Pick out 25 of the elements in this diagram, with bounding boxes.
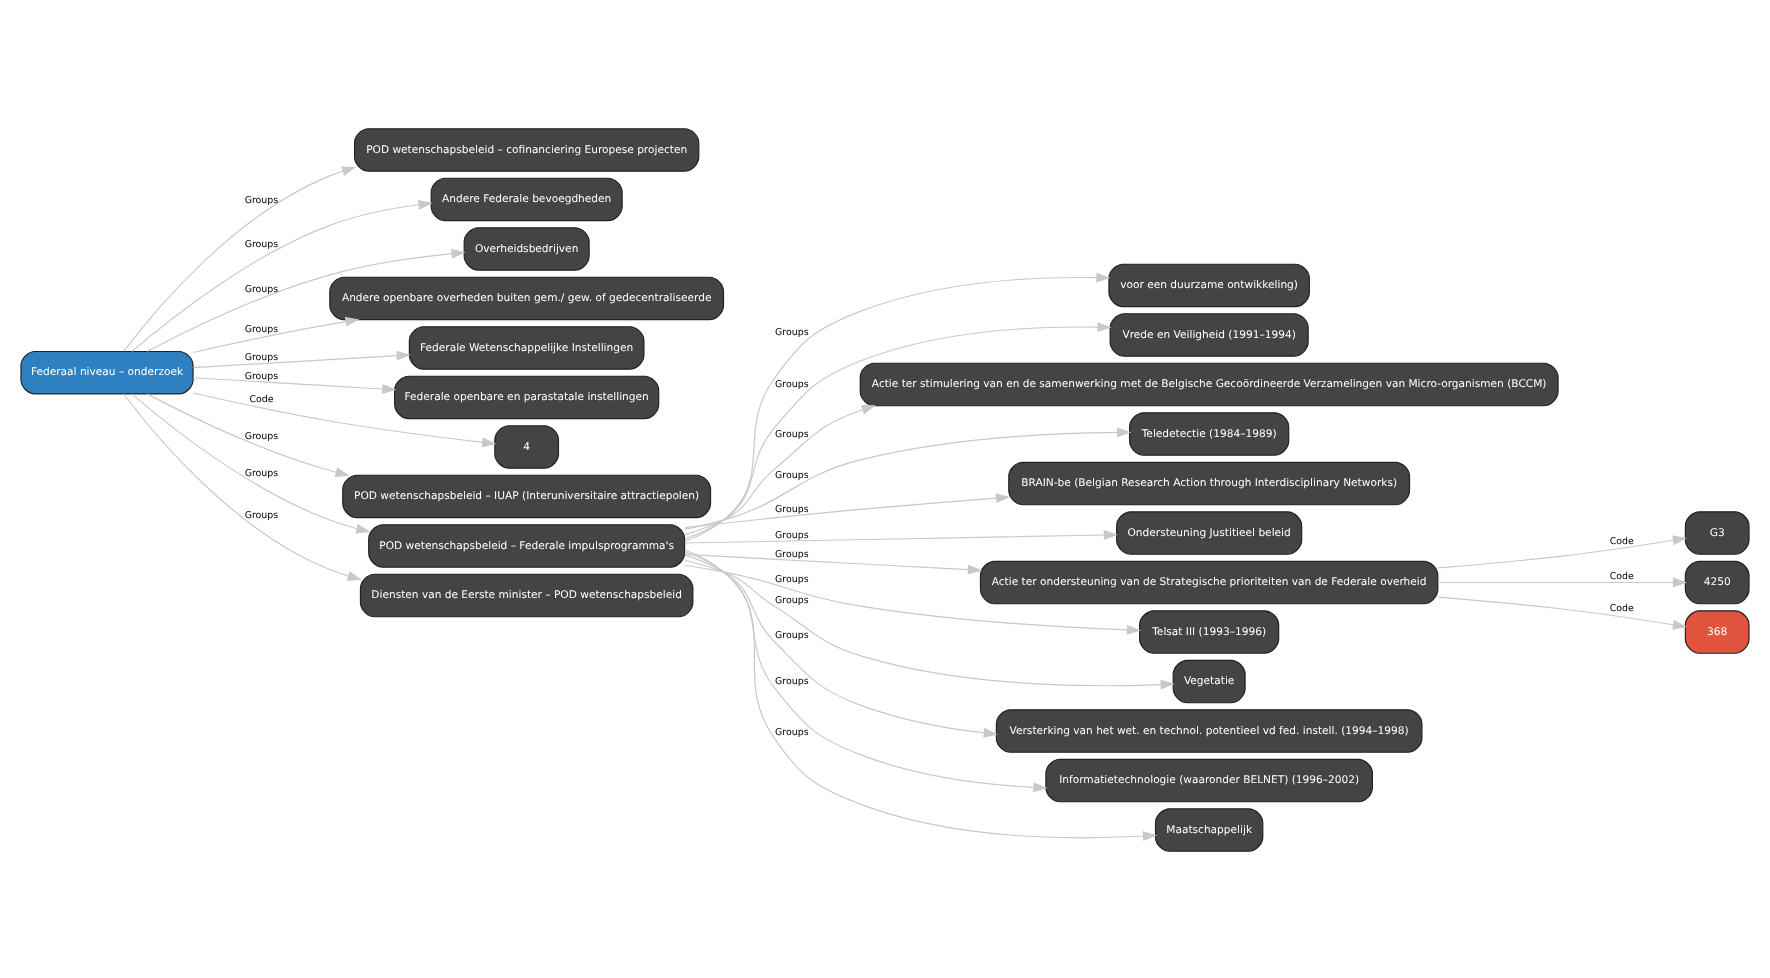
arrow xyxy=(192,391,497,447)
arrow xyxy=(684,426,1132,529)
arrow xyxy=(684,404,876,535)
arrow xyxy=(131,198,433,351)
arrow xyxy=(1437,576,1688,587)
arrow xyxy=(192,349,411,368)
arrow xyxy=(684,529,1118,543)
arrow xyxy=(684,321,1112,539)
arrow xyxy=(122,392,362,580)
arrow xyxy=(192,376,397,393)
arrow xyxy=(684,548,1158,840)
arrow xyxy=(684,552,983,574)
arrow xyxy=(123,165,357,351)
arrow xyxy=(684,271,1111,541)
arrow xyxy=(684,558,1175,689)
arrow xyxy=(1437,595,1687,629)
arrow xyxy=(1437,534,1687,568)
arrow xyxy=(192,315,360,353)
arrow xyxy=(684,563,1142,634)
arrow xyxy=(684,492,1011,528)
arrow xyxy=(684,550,1048,792)
arrow xyxy=(684,553,998,737)
arrow xyxy=(131,392,371,533)
arrow xyxy=(146,392,350,477)
arrow xyxy=(146,247,466,351)
